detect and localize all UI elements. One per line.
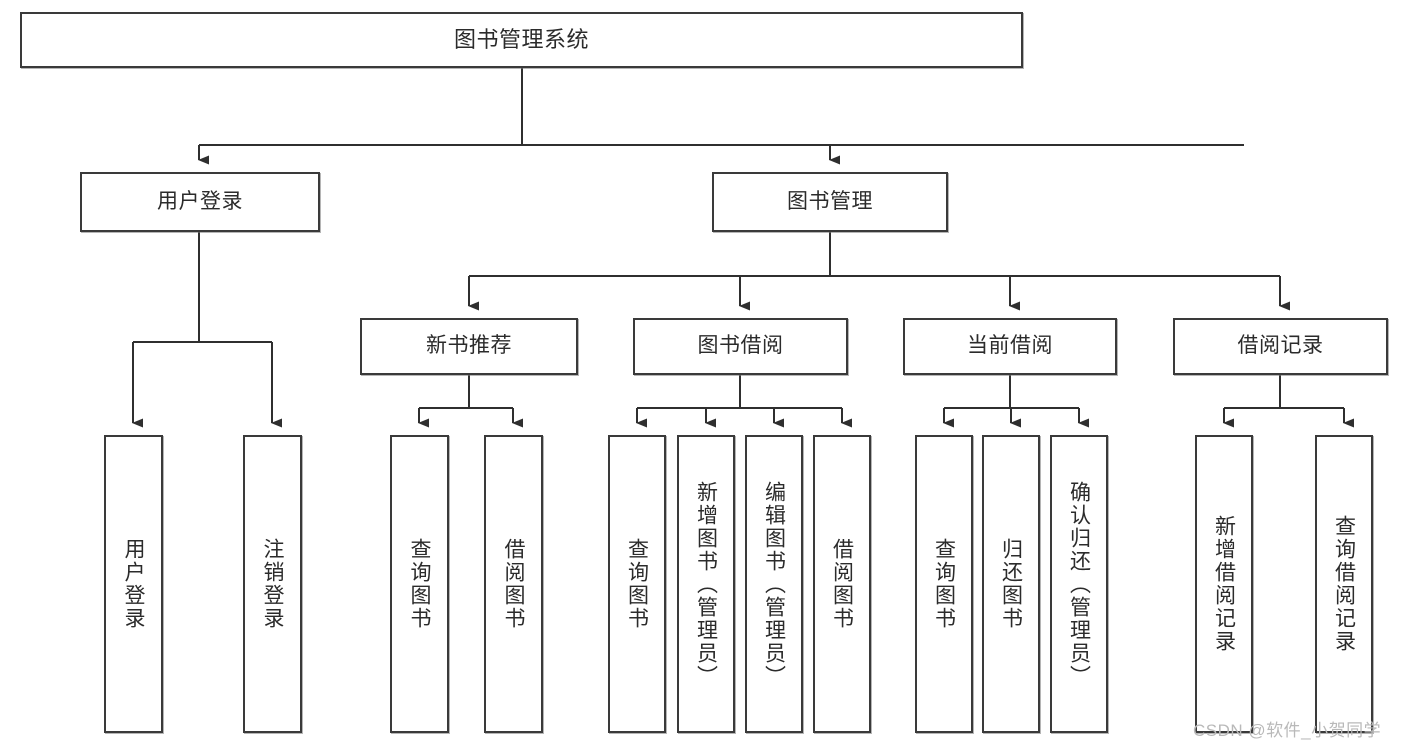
node-borrow-record[interactable]: 借阅记录 [1173, 318, 1388, 375]
node-leaf-edit-book-admin[interactable]: 编辑图书（管理员） [745, 435, 803, 733]
node-leaf-borrow-book-recommend[interactable]: 借阅图书 [484, 435, 543, 733]
node-leaf-confirm-return-admin[interactable]: 确认归还（管理员） [1050, 435, 1108, 733]
node-label: 查询图书 [408, 538, 431, 630]
node-label: 注销登录 [261, 538, 284, 630]
node-root-book-management-system[interactable]: 图书管理系统 [20, 12, 1023, 68]
csdn-watermark: CSDN @软件_小贺同学 [1193, 721, 1382, 740]
node-label: 编辑图书（管理员） [762, 480, 786, 688]
node-leaf-query-borrow-record[interactable]: 查询借阅记录 [1315, 435, 1373, 733]
node-book-management[interactable]: 图书管理 [712, 172, 948, 232]
node-label: 查询图书 [932, 538, 956, 630]
node-leaf-logout-login[interactable]: 注销登录 [243, 435, 302, 733]
node-label: 用户登录 [122, 538, 145, 630]
node-label: 新书推荐 [426, 334, 512, 358]
node-leaf-add-borrow-record[interactable]: 新增借阅记录 [1195, 435, 1253, 733]
node-label: 借阅图书 [830, 538, 854, 630]
node-label: 新增借阅记录 [1212, 515, 1236, 653]
node-new-book-recommend[interactable]: 新书推荐 [360, 318, 578, 375]
node-label: 查询图书 [625, 538, 649, 630]
node-label: 借阅图书 [502, 538, 525, 630]
node-leaf-query-book-recommend[interactable]: 查询图书 [390, 435, 449, 733]
node-label: 用户登录 [157, 189, 243, 213]
node-leaf-return-book[interactable]: 归还图书 [982, 435, 1040, 733]
node-label: 归还图书 [999, 538, 1023, 630]
node-current-borrow[interactable]: 当前借阅 [903, 318, 1117, 375]
node-label: 图书借阅 [697, 334, 784, 358]
node-label: 确认归还（管理员） [1067, 480, 1091, 688]
node-leaf-query-book-current[interactable]: 查询图书 [915, 435, 973, 733]
node-book-borrow[interactable]: 图书借阅 [633, 318, 848, 375]
node-label: 图书管理 [787, 189, 873, 213]
node-leaf-borrow-book[interactable]: 借阅图书 [813, 435, 871, 733]
node-leaf-query-book-borrow[interactable]: 查询图书 [608, 435, 666, 733]
node-label: 查询借阅记录 [1332, 515, 1356, 653]
node-label: 当前借阅 [967, 334, 1053, 358]
node-user-login[interactable]: 用户登录 [80, 172, 320, 232]
node-label: 新增图书（管理员） [694, 480, 718, 688]
node-label: 借阅记录 [1237, 334, 1324, 358]
node-leaf-user-login[interactable]: 用户登录 [104, 435, 163, 733]
node-label: 图书管理系统 [453, 27, 589, 53]
node-leaf-add-book-admin[interactable]: 新增图书（管理员） [677, 435, 735, 733]
